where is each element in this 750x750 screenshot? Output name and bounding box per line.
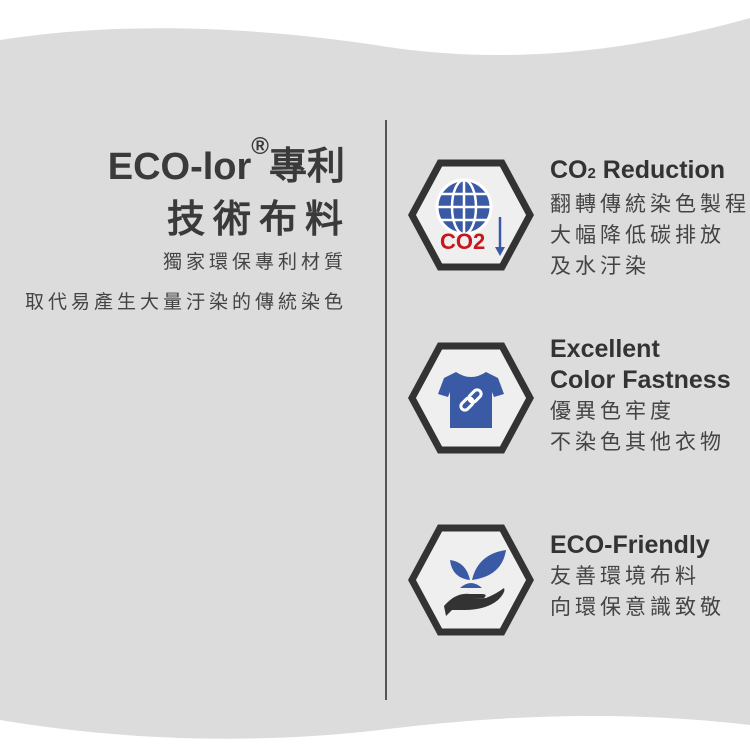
divider (385, 120, 387, 700)
feature-line: 友善環境布料 (550, 565, 700, 588)
feature-line: 大幅降低碳排放 (550, 224, 725, 247)
subtitle-2: 取代易產生大量汙染的傳統染色 (24, 292, 347, 313)
hand-leaf-icon (408, 524, 534, 636)
tshirt-link-icon (408, 342, 534, 454)
feature-title: ECO-Friendly (550, 531, 710, 559)
bottom-wave (0, 715, 750, 750)
feature-line: 翻轉傳統染色製程 (550, 193, 750, 216)
feature-color-fastness: Excellent Color Fastness 優異色牢度 不染色其他衣物 (550, 334, 731, 458)
svg-text:CO2: CO2 (440, 229, 485, 254)
globe-co2-icon: CO2 (408, 159, 534, 271)
feature-eco-friendly: ECO-Friendly 友善環境布料 向環保意識致敬 (550, 530, 725, 623)
feature-co2-reduction: CO2 Reduction 翻轉傳統染色製程 大幅降低碳排放 及水汙染 (550, 155, 750, 282)
feature-title: Color Fastness (550, 366, 731, 394)
feature-title: Excellent (550, 335, 660, 363)
subtitle-1: 獨家環保專利材質 (162, 252, 347, 273)
feature-line: 優異色牢度 (550, 400, 675, 423)
feature-line: 及水汙染 (550, 255, 650, 278)
headline: ECO-lor®專利 (107, 133, 345, 188)
feature-line: 向環保意識致敬 (550, 596, 725, 619)
top-wave (0, 0, 750, 56)
feature-line: 不染色其他衣物 (550, 431, 725, 454)
headline-line2: 技術布料 (166, 199, 351, 241)
feature-title: CO2 Reduction (550, 156, 726, 184)
